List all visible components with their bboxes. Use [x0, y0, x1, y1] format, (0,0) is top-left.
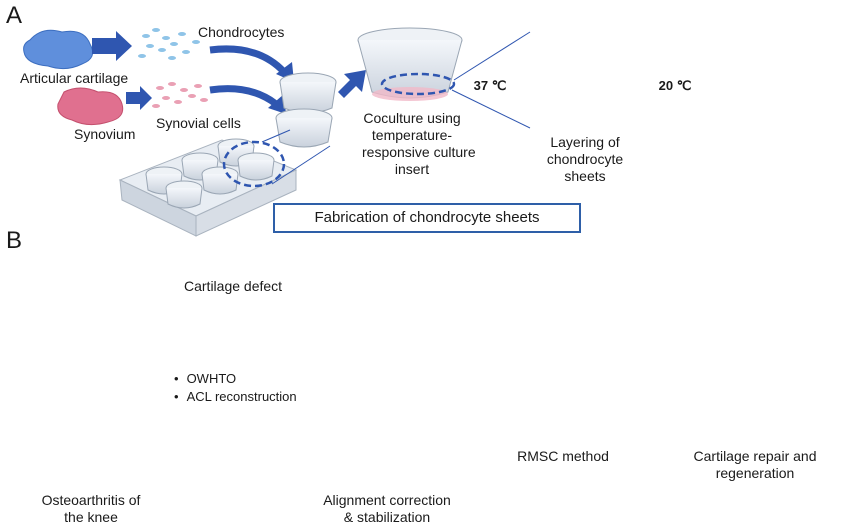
stage-1-label: Osteoarthritis of the knee — [41, 492, 141, 525]
temp-37-badge: 37 ℃ — [473, 78, 507, 93]
stage-2-label: Alignment correction & stabilization — [323, 492, 451, 525]
articular-cartilage-label: Articular cartilage — [20, 70, 129, 86]
synovial-cells-dots — [152, 82, 208, 108]
arrow-chondrocytes-to-insert — [209, 45, 287, 75]
connector-line — [271, 145, 331, 185]
connector-line — [453, 31, 531, 81]
coculture-label: Coculture using temperature- responsive … — [362, 110, 476, 177]
procedure-item: ACL reconstruction — [174, 388, 297, 406]
synovium-tissue — [57, 87, 124, 126]
panel-a — [23, 27, 531, 237]
connector-line — [451, 89, 531, 129]
synovial-cells-label: Synovial cells — [156, 115, 241, 131]
cartilage-defect-label: Cartilage defect — [184, 278, 283, 294]
connector-line — [261, 129, 291, 143]
coculture-insert — [357, 27, 463, 101]
fabrication-box: Fabrication of chondrocyte sheets — [273, 203, 581, 233]
stage-4-label: Cartilage repair and regeneration — [693, 448, 817, 481]
layering-label: Layering of chondrocyte sheets — [546, 134, 624, 184]
arrowhead — [268, 94, 286, 114]
temp-20-badge: 20 ℃ — [658, 78, 692, 93]
arrow-to-coculture — [338, 70, 366, 98]
arrow-synovium-to-cells — [126, 86, 152, 110]
articular-cartilage-tissue — [23, 29, 94, 70]
procedure-list: OWHTO ACL reconstruction — [174, 370, 297, 406]
panel-b-letter: B — [6, 227, 23, 254]
stage-3-label: RMSC method — [517, 448, 609, 464]
synovium-label: Synovium — [74, 126, 136, 142]
six-well-plate — [118, 138, 298, 237]
culture-inserts — [275, 72, 337, 148]
panel-a-letter: A — [6, 2, 23, 29]
chondrocyte-cells — [138, 28, 200, 60]
procedure-item: OWHTO — [174, 370, 297, 388]
chondrocytes-label: Chondrocytes — [198, 24, 285, 40]
arrow-synovial-to-insert — [209, 85, 279, 107]
arrow-cartilage-to-chondrocytes — [92, 31, 132, 61]
